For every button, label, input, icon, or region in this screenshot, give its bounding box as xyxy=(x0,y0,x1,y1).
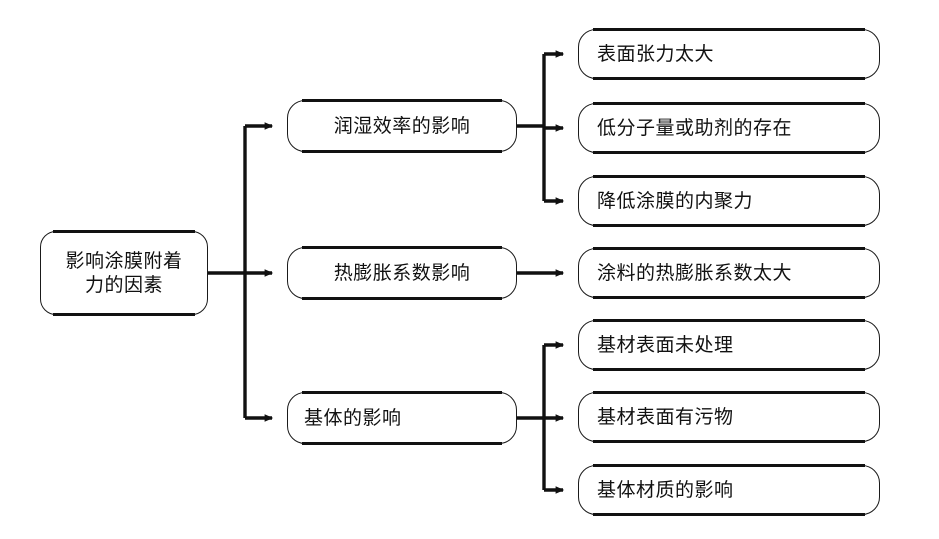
node-branch-3-label: 基体的影响 xyxy=(304,406,402,429)
connector-branch-3-stem xyxy=(517,345,546,490)
node-root-label: 影响涂膜附着 力的因素 xyxy=(65,249,183,296)
connector-branch-1-stem xyxy=(517,54,546,201)
node-branch-3[interactable]: 基体的影响 xyxy=(287,391,517,446)
node-leaf-6-label: 基材表面有污物 xyxy=(597,405,734,428)
node-leaf-1-label: 表面张力太大 xyxy=(597,42,715,65)
node-branch-1[interactable]: 润湿效率的影响 xyxy=(287,99,517,154)
node-leaf-4-label: 涂料的热膨胀系数太大 xyxy=(597,261,793,284)
node-leaf-low-molecular-weight[interactable]: 低分子量或助剂的存在 xyxy=(578,102,880,155)
node-branch-1-label: 润湿效率的影响 xyxy=(333,114,471,137)
node-leaf-reduced-cohesion[interactable]: 降低涂膜的内聚力 xyxy=(578,175,880,228)
node-branch-2[interactable]: 热膨胀系数影响 xyxy=(287,246,517,301)
node-leaf-surface-tension[interactable]: 表面张力太大 xyxy=(578,28,880,81)
node-leaf-7-label: 基体材质的影响 xyxy=(597,478,734,501)
node-leaf-3-label: 降低涂膜的内聚力 xyxy=(597,189,754,212)
node-root[interactable]: 影响涂膜附着 力的因素 xyxy=(40,230,208,317)
node-leaf-coating-expansion[interactable]: 涂料的热膨胀系数太大 xyxy=(578,247,880,300)
node-leaf-2-label: 低分子量或助剂的存在 xyxy=(597,116,793,139)
node-leaf-5-label: 基材表面未处理 xyxy=(597,333,734,356)
node-leaf-untreated-substrate[interactable]: 基材表面未处理 xyxy=(578,319,880,372)
node-branch-2-label: 热膨胀系数影响 xyxy=(333,261,471,284)
node-leaf-substrate-material[interactable]: 基体材质的影响 xyxy=(578,464,880,517)
node-leaf-contaminated-substrate[interactable]: 基材表面有污物 xyxy=(578,391,880,444)
